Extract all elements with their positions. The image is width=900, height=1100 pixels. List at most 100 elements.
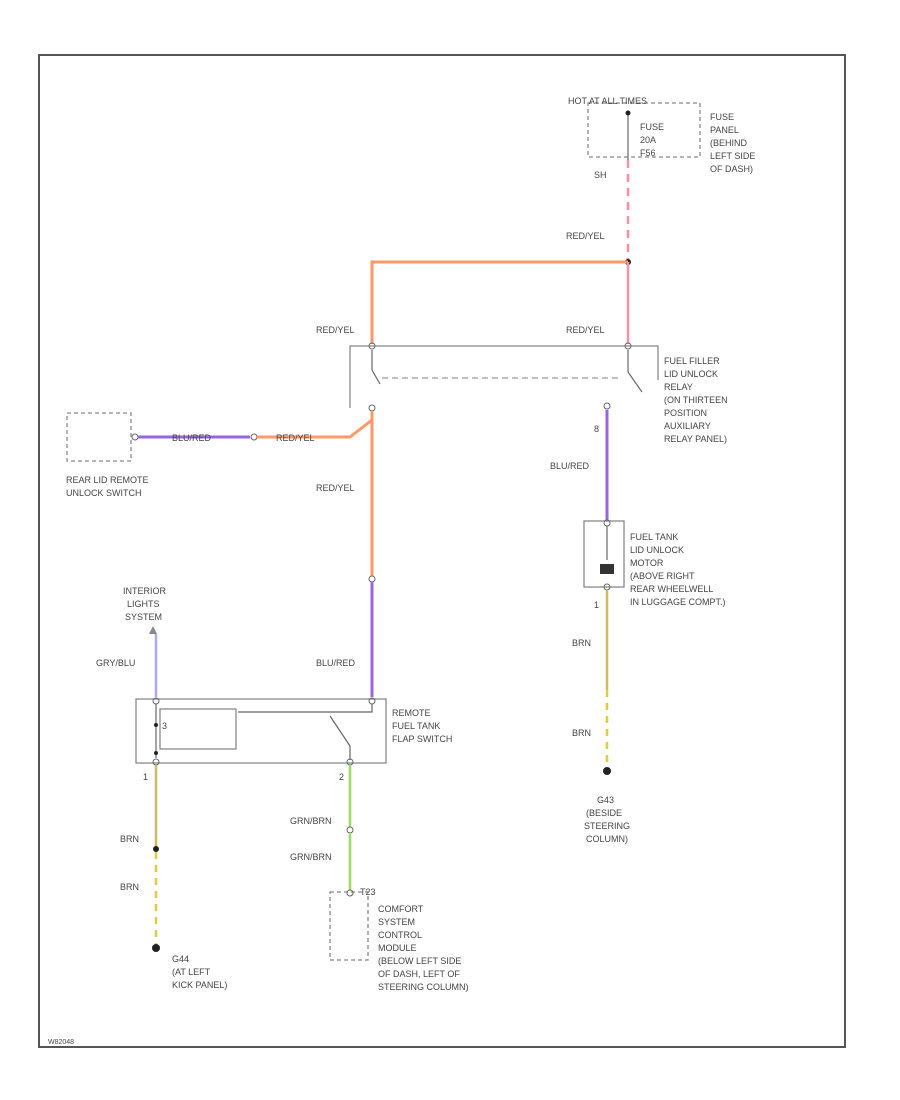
fuse-location-4: LEFT SIDE <box>710 151 755 161</box>
flap-switch-inner-box <box>159 708 237 750</box>
wire-label-redyel-mid: RED/YEL <box>316 483 355 493</box>
comfort-module-box <box>329 891 369 961</box>
comfort-module-name-5: (BELOW LEFT SIDE <box>378 956 461 966</box>
fuel-filler-lid-unlock-relay: 8 FUEL FILLER LID UNLOCK RELAY (ON THIRT… <box>349 342 728 444</box>
wire-label-grnbrn-2: GRN/BRN <box>290 852 332 862</box>
ground-g43-name-3: STEERING <box>584 821 630 831</box>
fuel-tank-lid-unlock-motor: FUEL TANK LID UNLOCK MOTOR (ABOVE RIGHT … <box>583 519 726 610</box>
motor-name-1: FUEL TANK <box>630 532 678 542</box>
motor-box <box>583 520 625 588</box>
wire-label-blured-motor: BLU/RED <box>550 461 590 471</box>
comfort-system-control-module: T23 COMFORT SYSTEM CONTROL MODULE (BELOW… <box>329 887 469 992</box>
ground-g44-name-3: KICK PANEL) <box>172 980 227 990</box>
flap-switch-arm <box>329 715 351 747</box>
relay-pin-right-top <box>624 342 632 350</box>
interior-lights-arrow-icon <box>149 626 157 634</box>
flap-switch-bottom-pin-2: 2 <box>339 772 344 782</box>
rear-lid-switch-name-1: REAR LID REMOTE <box>66 475 149 485</box>
wire-label-redyel-relay-right: RED/YEL <box>566 325 605 335</box>
flap-switch-bottom-pin-1: 1 <box>143 772 148 782</box>
motor-name-3: MOTOR <box>630 558 664 568</box>
wire-redyel-rear <box>257 418 373 439</box>
splice-left-brn <box>153 846 159 852</box>
relay-name-3: RELAY <box>664 382 693 392</box>
comfort-module-name-3: CONTROL <box>378 930 422 940</box>
wire-label-brn-motor-2: BRN <box>572 728 591 738</box>
relay-pin-left-top <box>368 342 376 350</box>
ground-g43-name-4: COLUMN) <box>586 834 628 844</box>
flap-switch-pin-bottom-left <box>152 758 160 766</box>
fuse-amp: 20A <box>640 135 656 145</box>
interior-lights-name-2: LIGHTS <box>127 599 160 609</box>
relay-contact-right-arm <box>627 371 643 393</box>
rear-lid-switch-box <box>66 412 132 462</box>
ground-g43-name-2: (BESIDE <box>586 808 622 818</box>
fuse-location-2: PANEL <box>710 125 739 135</box>
wire-label-blured-switch: BLU/RED <box>316 658 356 668</box>
wire-label-gryblu: GRY/BLU <box>96 658 135 668</box>
relay-name-7: RELAY PANEL) <box>664 434 727 444</box>
rear-lid-switch-pin <box>131 433 139 441</box>
relay-pin-8-label: 8 <box>594 424 599 434</box>
fuse-location-5: OF DASH) <box>710 164 753 174</box>
comfort-module-pin-label: T23 <box>360 887 376 897</box>
wire-label-brn-left-1: BRN <box>120 834 139 844</box>
flap-switch-box <box>135 698 387 764</box>
flap-switch-left-node-2 <box>154 751 158 755</box>
motor-name-2: LID UNLOCK <box>630 545 684 555</box>
comfort-module-name-4: MODULE <box>378 943 417 953</box>
interior-lights-name-3: SYSTEM <box>125 612 162 622</box>
interior-lights-name-1: INTERIOR <box>123 586 167 596</box>
wire-label-redyel-top: RED/YEL <box>566 231 605 241</box>
relay-name-5: POSITION <box>664 408 707 418</box>
ground-g43-symbol <box>603 767 611 775</box>
wire-label-redyel-rear: RED/YEL <box>276 433 315 443</box>
flap-switch-left-node-1 <box>154 723 158 727</box>
ground-g43-name-1: G43 <box>597 795 614 805</box>
diagram-frame <box>38 54 846 1048</box>
relay-pin-8 <box>603 402 611 410</box>
flap-switch-name-2: FUEL TANK <box>392 721 440 731</box>
grnbrn-inline-connector <box>346 826 354 834</box>
relay-pin-left-bottom <box>368 404 376 412</box>
rear-lid-remote-unlock-switch: REAR LID REMOTE UNLOCK SWITCH <box>66 412 149 498</box>
motor-name-4: (ABOVE RIGHT <box>630 571 695 581</box>
ground-g44-name-1: G44 <box>172 954 189 964</box>
wire-label-redyel-relay-left: RED/YEL <box>316 325 355 335</box>
flap-switch-pin-3-label: 3 <box>162 721 167 731</box>
comfort-module-pin <box>346 889 354 897</box>
rear-inline-connector <box>250 433 258 441</box>
wire-label-grnbrn-1: GRN/BRN <box>290 816 332 826</box>
flap-switch-name-1: REMOTE <box>392 708 431 718</box>
wire-label-brn-motor-1: BRN <box>572 638 591 648</box>
wire-label-brn-left-2: BRN <box>120 882 139 892</box>
rear-lid-switch-name-2: UNLOCK SWITCH <box>66 488 142 498</box>
fuse-top-node <box>625 110 631 116</box>
footer-id: W82048 <box>48 1039 74 1046</box>
motor-name-6: IN LUGGAGE COMPT.) <box>630 597 726 607</box>
relay-box <box>349 345 659 408</box>
motor-name-5: REAR WHEELWELL <box>630 584 713 594</box>
fuse-location-1: FUSE <box>710 112 734 122</box>
relay-name-4: (ON THIRTEEN <box>664 395 728 405</box>
wire-redyel-to-relay-left <box>370 260 628 344</box>
fuse-number: F56 <box>640 148 656 158</box>
ground-g44-name-2: (AT LEFT <box>172 967 211 977</box>
fuse-pin-label: SH <box>594 170 607 180</box>
relay-name-6: AUXILIARY <box>664 421 711 431</box>
mid-inline-connector <box>368 575 376 583</box>
fuse-location-3: (BEHIND <box>710 138 748 148</box>
ground-g44-symbol <box>152 944 160 952</box>
comfort-module-name-2: SYSTEM <box>378 917 415 927</box>
relay-name-2: LID UNLOCK <box>664 369 718 379</box>
motor-symbol <box>600 564 614 574</box>
comfort-module-name-7: STEERING COLUMN) <box>378 982 469 992</box>
relay-contact-left-arm <box>371 369 381 385</box>
fuse-panel: HOT AT ALL TIMES FUSE 20A F56 FUSE PANEL… <box>568 96 755 180</box>
fuse-panel-box <box>587 102 701 158</box>
comfort-module-name-6: OF DASH, LEFT OF <box>378 969 460 979</box>
relay-name-1: FUEL FILLER <box>664 356 720 366</box>
fuse-source-label: HOT AT ALL TIMES <box>568 96 647 106</box>
flap-switch-contact <box>238 704 373 713</box>
